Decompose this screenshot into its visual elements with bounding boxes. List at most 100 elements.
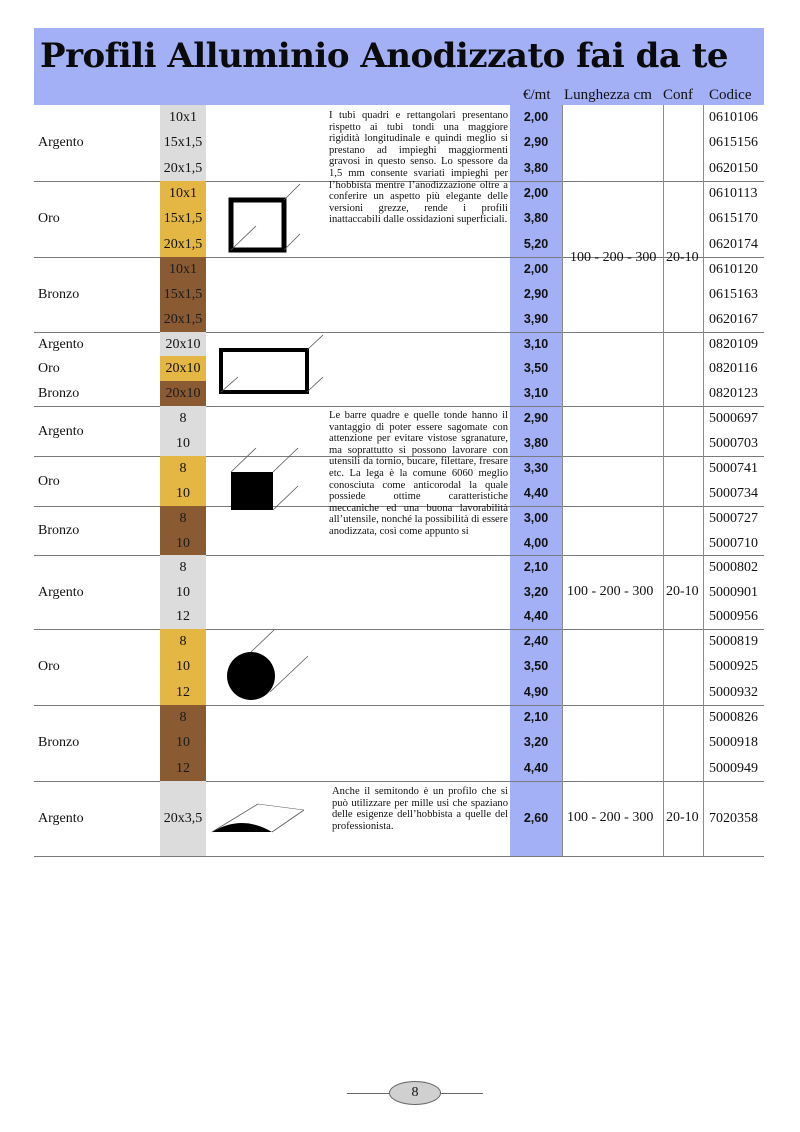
code-cell: 0620167: [709, 312, 758, 327]
row-separator: [34, 780, 764, 782]
finish-label: Argento: [38, 423, 84, 439]
code-cell: 0610106: [709, 110, 758, 125]
code-cell: 5000949: [709, 760, 758, 776]
column-divider: [562, 105, 563, 856]
price-cell: 2,00: [523, 186, 549, 200]
page-header: Profili Alluminio Anodizzato fai da te €…: [34, 28, 764, 105]
price-cell: 4,90: [523, 684, 549, 699]
section-1-length: 100 - 200 - 300: [570, 250, 657, 265]
size-cell: 8: [179, 411, 187, 426]
price-cell: 3,50: [523, 659, 549, 674]
price-cell: 3,30: [523, 461, 549, 475]
code-cell: 0610120: [709, 262, 758, 277]
size-cell: 10: [176, 436, 190, 451]
row-separator: [34, 506, 764, 507]
square-tube-icon: [228, 183, 301, 253]
section-3-conf: 20-10: [666, 810, 699, 825]
section-3-description: Anche il semitondo è un profilo che si p…: [332, 786, 508, 832]
price-cell: 3,90: [523, 312, 549, 326]
finish-label: Argento: [38, 811, 84, 826]
code-cell: 5000710: [709, 535, 758, 551]
size-cell: 20x10: [165, 386, 201, 401]
row-separator: [34, 180, 764, 182]
size-cell: 20x3,5: [163, 811, 203, 826]
table-row: 10x1 2,00 0610106: [0, 105, 800, 130]
size-cell: 20x1,5: [163, 236, 203, 252]
size-cell-background: [160, 506, 206, 555]
size-cell: 10x1: [169, 110, 197, 125]
table-row: 20x3,5 2,60 7020358: [0, 806, 800, 831]
price-cell: 2,10: [523, 710, 549, 724]
finish-label: Bronzo: [38, 287, 80, 302]
rectangular-tube-icon: [219, 334, 324, 394]
section-1-conf: 20-10: [666, 250, 699, 265]
code-cell: 5000901: [709, 584, 758, 600]
footer-rule: [347, 1093, 389, 1094]
column-divider: [703, 105, 704, 856]
size-cell: 10: [176, 735, 190, 751]
price-cell: 3,10: [523, 337, 549, 351]
code-cell: 5000918: [709, 735, 758, 751]
row-separator: [34, 256, 764, 258]
size-cell-background: [160, 456, 206, 506]
code-cell: 0620150: [709, 160, 758, 176]
code-cell: 5000727: [709, 511, 758, 526]
finish-label: Oro: [38, 473, 60, 489]
finish-label: Oro: [38, 659, 60, 675]
price-cell: 2,00: [523, 110, 549, 124]
price-cell: 4,40: [523, 760, 549, 775]
size-cell: 12: [176, 760, 190, 776]
price-cell: 2,60: [523, 811, 549, 825]
section-2-conf: 20-10: [666, 584, 699, 599]
code-cell: 0620174: [709, 236, 758, 252]
page-number: 8: [389, 1081, 441, 1105]
size-cell: 8: [179, 710, 187, 725]
column-header-price: €/mt: [523, 87, 551, 103]
section-2-length: 100 - 200 - 300: [567, 584, 654, 599]
size-cell: 8: [179, 511, 187, 526]
code-cell: 0610113: [709, 186, 758, 201]
code-cell: 5000703: [709, 436, 758, 451]
size-cell: 8: [179, 461, 187, 476]
size-cell: 12: [176, 684, 190, 700]
row-separator: [34, 332, 764, 333]
code-cell: 5000826: [709, 710, 758, 725]
row-separator: [34, 629, 764, 631]
table-row: 12 4,40 5000949: [0, 756, 800, 781]
column-header-conf: Conf: [663, 87, 693, 103]
size-cell-background: [160, 105, 206, 181]
finish-label: Oro: [38, 361, 60, 376]
square-bar-icon: [230, 447, 299, 511]
finish-label: Argento: [38, 336, 84, 352]
size-cell: 10x1: [169, 262, 197, 277]
round-bar-icon: [227, 629, 309, 700]
size-cell: 12: [176, 609, 190, 625]
price-cell: 3,00: [523, 511, 549, 525]
size-cell: 20x1,5: [163, 312, 203, 327]
row-separator: [34, 856, 764, 857]
price-cell: 2,90: [523, 135, 549, 150]
section-2-description: Le barre quadre e quelle tonde hanno il …: [329, 410, 508, 537]
code-cell: 7020358: [709, 811, 758, 826]
size-cell: 10: [176, 535, 190, 551]
price-cell: 4,40: [523, 609, 549, 624]
code-cell: 5000956: [709, 609, 758, 625]
size-cell: 20x10: [165, 361, 201, 376]
size-cell-background: [160, 381, 206, 406]
size-cell: 20x1,5: [163, 160, 203, 176]
table-row: 12 4,40 5000956: [0, 604, 800, 629]
finish-label: Oro: [38, 211, 60, 227]
